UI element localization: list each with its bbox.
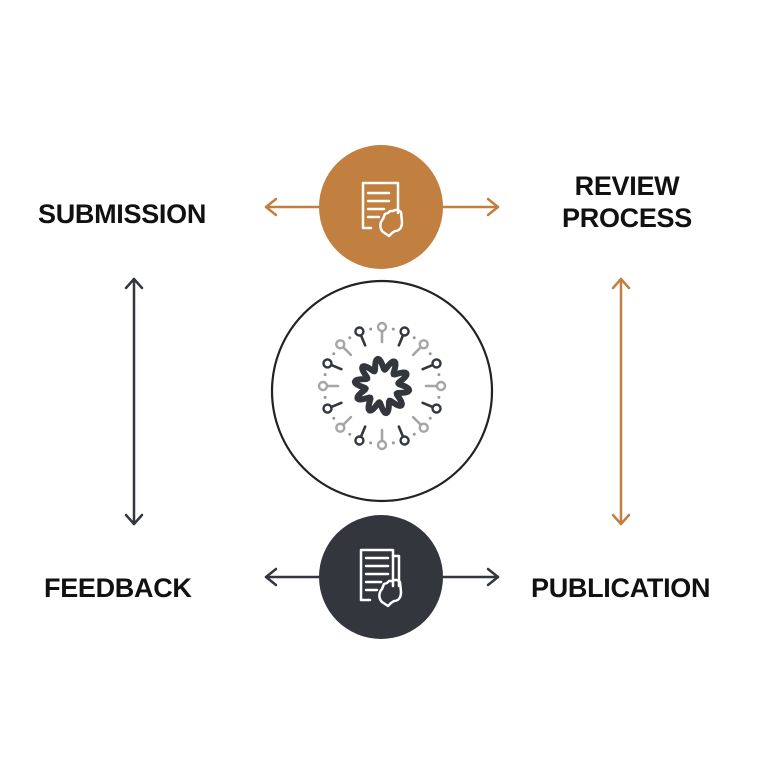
- top-node-circle: [319, 145, 443, 269]
- virus-spike: [421, 401, 442, 414]
- documents-hand-icon: [359, 548, 403, 608]
- virus-dot: [428, 416, 432, 420]
- virus-dot: [391, 327, 395, 331]
- virus-dot: [348, 336, 352, 340]
- virus-dot: [332, 416, 336, 420]
- virus-spike: [376, 321, 388, 344]
- review-label-line2: PROCESS: [562, 203, 692, 233]
- virus-spike: [424, 380, 447, 392]
- virus-spike: [411, 339, 429, 357]
- virus-dot: [332, 352, 336, 356]
- submission-label: SUBMISSION: [38, 199, 207, 229]
- virus-spike: [411, 415, 429, 433]
- right-vertical-arrow: [611, 277, 631, 526]
- virus-dot: [437, 395, 441, 399]
- virus-spike: [322, 401, 343, 414]
- virus-icon: [317, 321, 447, 451]
- virus-dot: [323, 395, 327, 399]
- virus-spike: [335, 415, 353, 433]
- review-process-label: REVIEW PROCESS: [554, 170, 700, 234]
- bottom-node-circle: [319, 515, 443, 639]
- virus-dot: [369, 441, 373, 445]
- virus-spike: [421, 358, 442, 371]
- document-hand-icon: [361, 181, 404, 238]
- virus-spike: [376, 428, 388, 451]
- virus-dot: [348, 432, 352, 436]
- center-node-circle: [270, 279, 494, 503]
- virus-spike: [354, 425, 367, 446]
- virus-body: [351, 355, 413, 417]
- publication-label: PUBLICATION: [531, 573, 711, 603]
- virus-spike: [335, 339, 353, 357]
- virus-dot: [428, 352, 432, 356]
- review-label-line1: REVIEW: [574, 171, 680, 201]
- virus-dot: [412, 432, 416, 436]
- virus-spike: [354, 326, 367, 347]
- feedback-label: FEEDBACK: [44, 573, 192, 603]
- virus-dot: [437, 373, 441, 377]
- virus-spike: [322, 358, 343, 371]
- virus-dot: [323, 373, 327, 377]
- left-vertical-arrow: [124, 277, 144, 526]
- virus-spike: [397, 326, 410, 347]
- virus-dot: [412, 336, 416, 340]
- virus-dot: [369, 327, 373, 331]
- virus-dot: [391, 441, 395, 445]
- virus-spike: [397, 425, 410, 446]
- virus-spike: [317, 380, 340, 392]
